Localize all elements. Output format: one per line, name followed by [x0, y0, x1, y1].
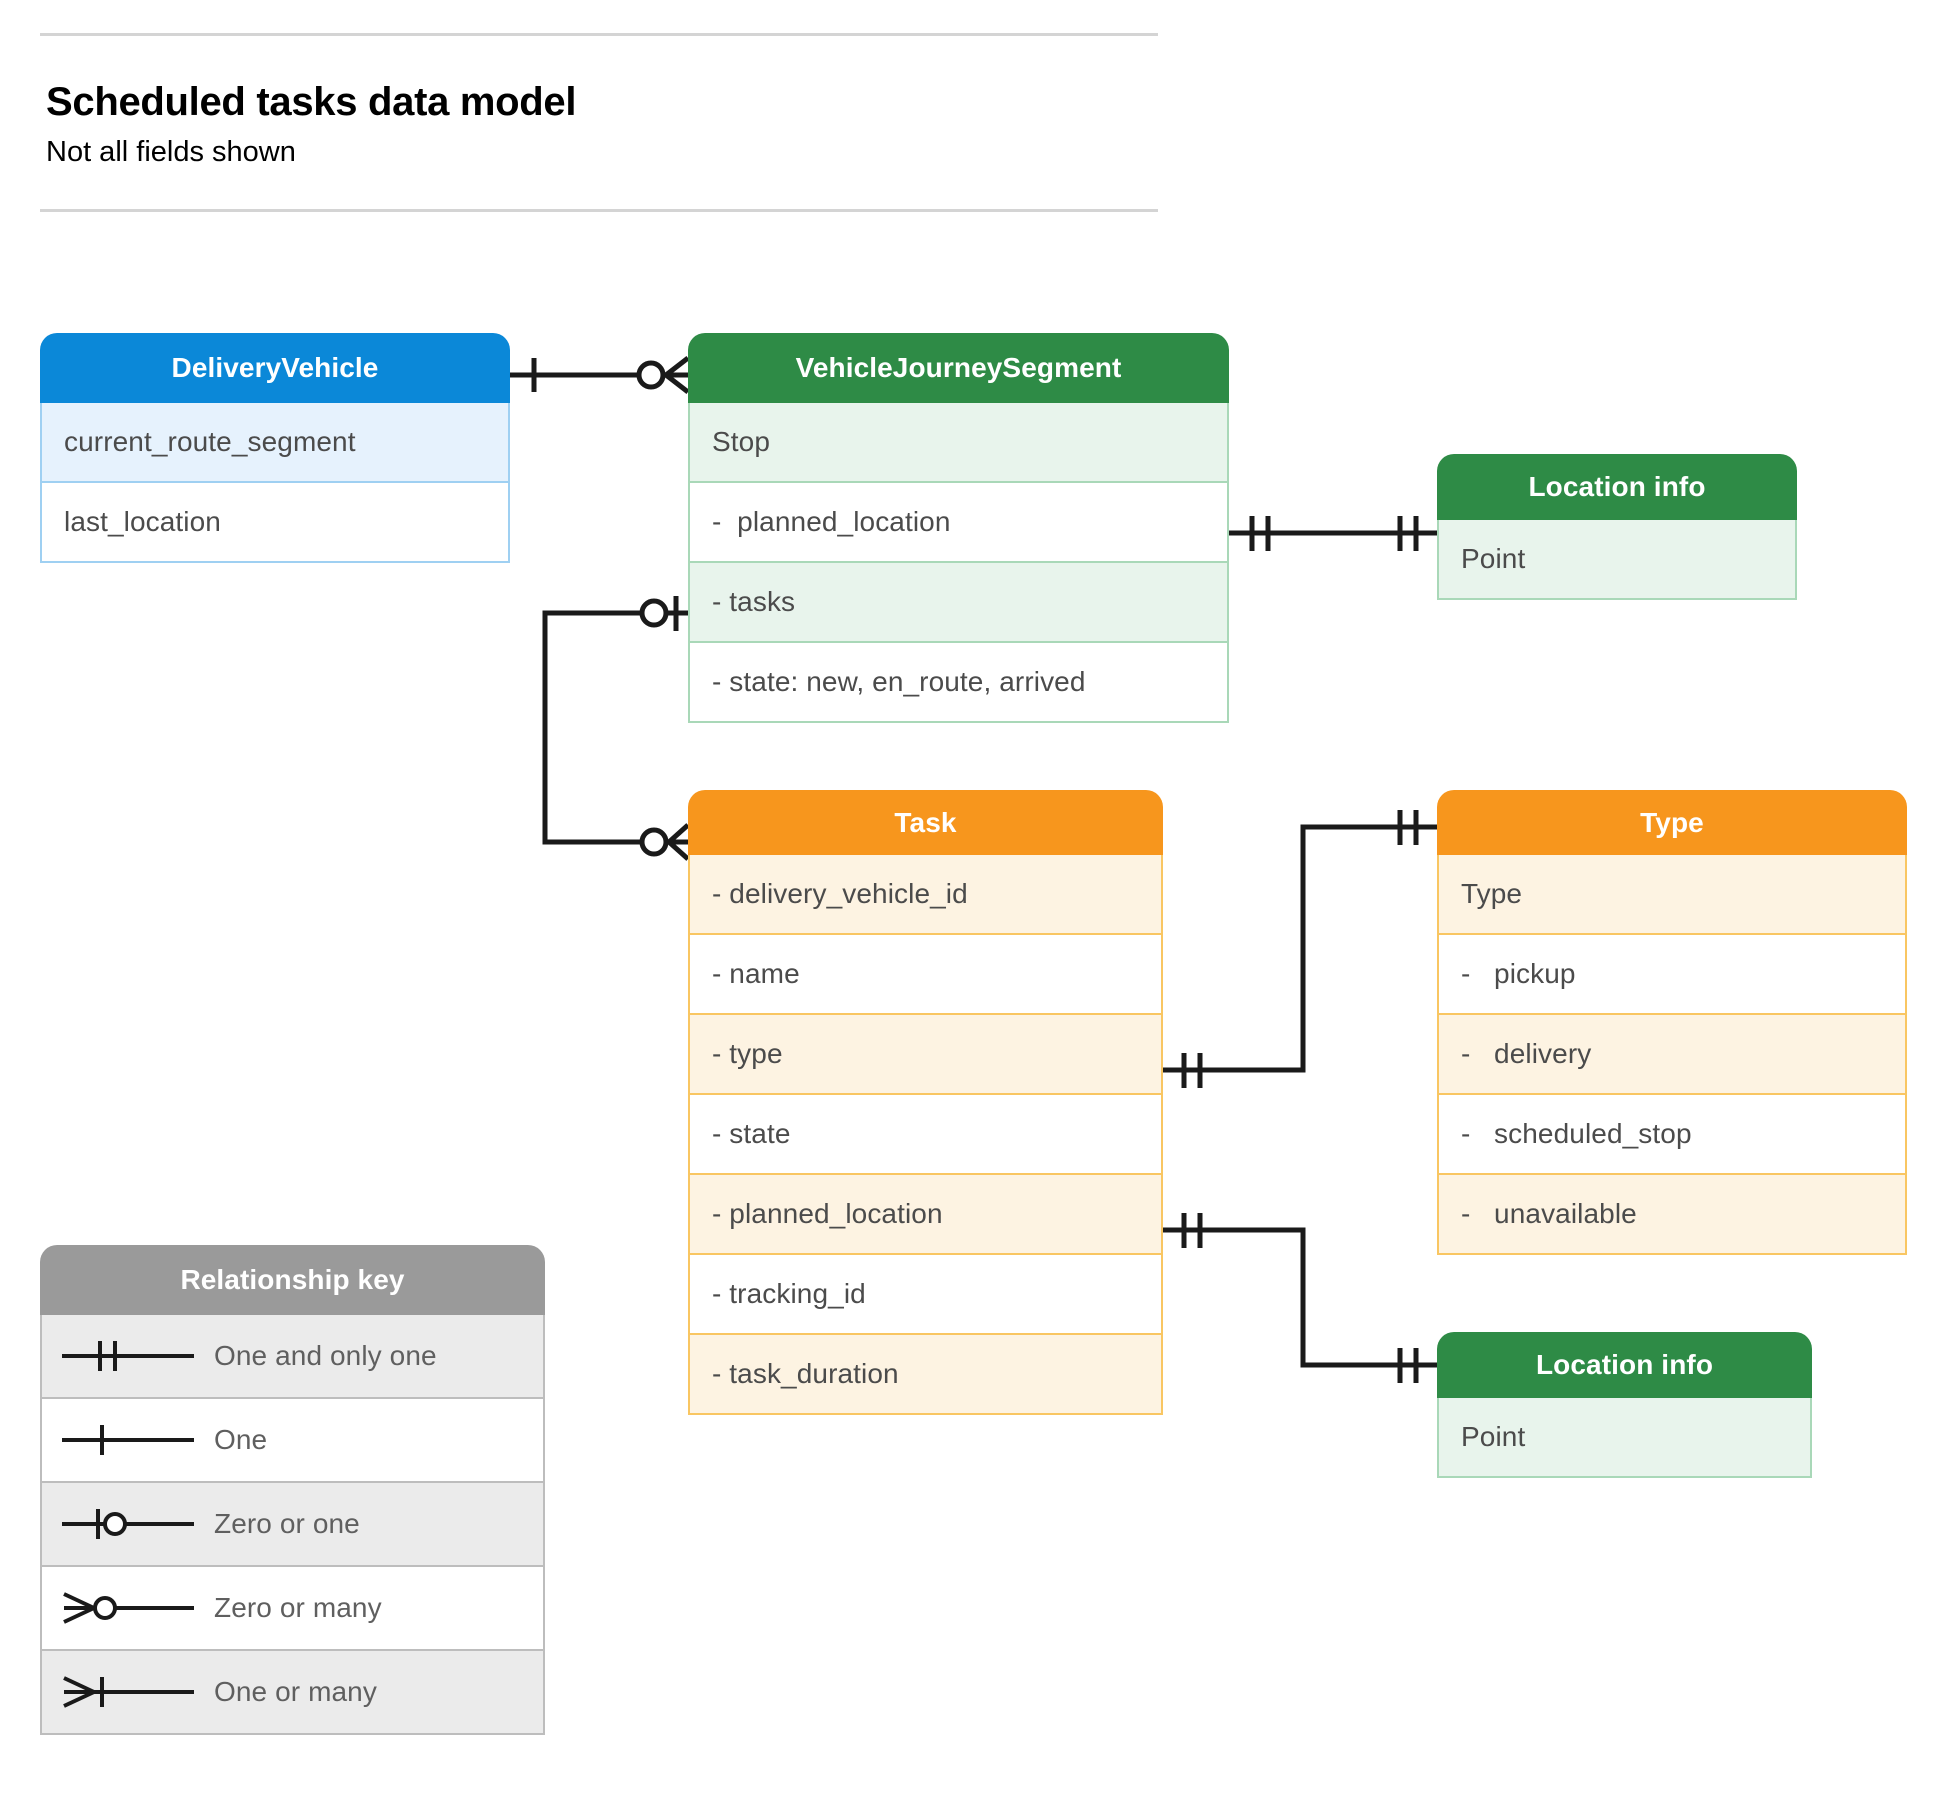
legend-label-zero-or-many: Zero or many — [214, 1592, 382, 1623]
entity-type-row-4[interactable]: - unavailable — [1437, 1175, 1907, 1255]
header-rule-bottom — [40, 208, 1158, 212]
entity-vehiclejourneysegment[interactable]: VehicleJourneySegment Stop - planned_loc… — [688, 333, 1229, 723]
entity-type-row-0[interactable]: Type — [1437, 855, 1907, 935]
entity-location-info-top-row-0[interactable]: Point — [1437, 520, 1797, 600]
entity-vehiclejourneysegment-row-0[interactable]: Stop — [688, 403, 1229, 483]
entity-deliveryvehicle-row-0[interactable]: current_route_segment — [40, 403, 510, 483]
connector-vjs-plannedlocation-locationinfo — [1229, 516, 1437, 551]
page-title: Scheduled tasks data model — [46, 80, 577, 124]
header-rule-top — [40, 33, 1158, 36]
entity-location-info-bottom[interactable]: Location info Point — [1437, 1332, 1812, 1478]
connector-vjs-tasks-task — [542, 596, 690, 861]
one-or-many-icon — [42, 1670, 214, 1714]
legend-item-one-and-only-one[interactable]: One and only one — [40, 1315, 545, 1399]
entity-location-info-bottom-row-0[interactable]: Point — [1437, 1398, 1812, 1478]
one-and-only-one-icon — [42, 1334, 214, 1378]
legend-label-one-or-many: One or many — [214, 1676, 377, 1707]
connector-task-plannedlocation-locationinfo — [1163, 1213, 1437, 1383]
entity-location-info-top-title: Location info — [1437, 454, 1797, 520]
connector-deliveryvehicle-vehiclejourneysegment — [509, 356, 690, 394]
entity-deliveryvehicle-title: DeliveryVehicle — [40, 333, 510, 403]
zero-or-many-icon — [42, 1586, 214, 1630]
header-rule-bottom-wrap — [40, 208, 1158, 212]
entity-task-row-4[interactable]: - planned_location — [688, 1175, 1163, 1255]
entity-task-row-0[interactable]: - delivery_vehicle_id — [688, 855, 1163, 935]
legend-label-one-and-only-one: One and only one — [214, 1340, 437, 1371]
entity-type-row-3[interactable]: - scheduled_stop — [1437, 1095, 1907, 1175]
entity-vehiclejourneysegment-row-3[interactable]: - state: new, en_route, arrived — [688, 643, 1229, 723]
entity-type-title: Type — [1437, 790, 1907, 855]
entity-task[interactable]: Task - delivery_vehicle_id - name - type… — [688, 790, 1163, 1415]
legend-item-one[interactable]: One — [40, 1399, 545, 1483]
legend-relationship-key[interactable]: Relationship key One and only one — [40, 1245, 545, 1735]
legend-item-one-or-many[interactable]: One or many — [40, 1651, 545, 1735]
connector-task-type-type — [1163, 810, 1437, 1088]
entity-task-row-2[interactable]: - type — [688, 1015, 1163, 1095]
entity-location-info-top[interactable]: Location info Point — [1437, 454, 1797, 600]
entity-location-info-bottom-title: Location info — [1437, 1332, 1812, 1398]
entity-task-row-3[interactable]: - state — [688, 1095, 1163, 1175]
legend-item-zero-or-one[interactable]: Zero or one — [40, 1483, 545, 1567]
legend-title: Relationship key — [40, 1245, 545, 1315]
entity-type[interactable]: Type Type - pickup - delivery - schedule… — [1437, 790, 1907, 1255]
legend-item-zero-or-many[interactable]: Zero or many — [40, 1567, 545, 1651]
entity-type-row-1[interactable]: - pickup — [1437, 935, 1907, 1015]
entity-vehiclejourneysegment-row-2[interactable]: - tasks — [688, 563, 1229, 643]
entity-vehiclejourneysegment-title: VehicleJourneySegment — [688, 333, 1229, 403]
page-header: Scheduled tasks data model Not all field… — [40, 33, 1158, 212]
legend-label-one: One — [214, 1424, 268, 1455]
entity-deliveryvehicle[interactable]: DeliveryVehicle current_route_segment la… — [40, 333, 510, 563]
entity-task-row-5[interactable]: - tracking_id — [688, 1255, 1163, 1335]
entity-vehiclejourneysegment-row-1[interactable]: - planned_location — [688, 483, 1229, 563]
entity-task-title: Task — [688, 790, 1163, 855]
page-subtitle: Not all fields shown — [46, 136, 296, 168]
legend-label-zero-or-one: Zero or one — [214, 1508, 360, 1539]
zero-or-one-icon — [42, 1502, 214, 1546]
one-icon — [42, 1418, 214, 1462]
entity-task-row-1[interactable]: - name — [688, 935, 1163, 1015]
entity-task-row-6[interactable]: - task_duration — [688, 1335, 1163, 1415]
entity-type-row-2[interactable]: - delivery — [1437, 1015, 1907, 1095]
entity-deliveryvehicle-row-1[interactable]: last_location — [40, 483, 510, 563]
